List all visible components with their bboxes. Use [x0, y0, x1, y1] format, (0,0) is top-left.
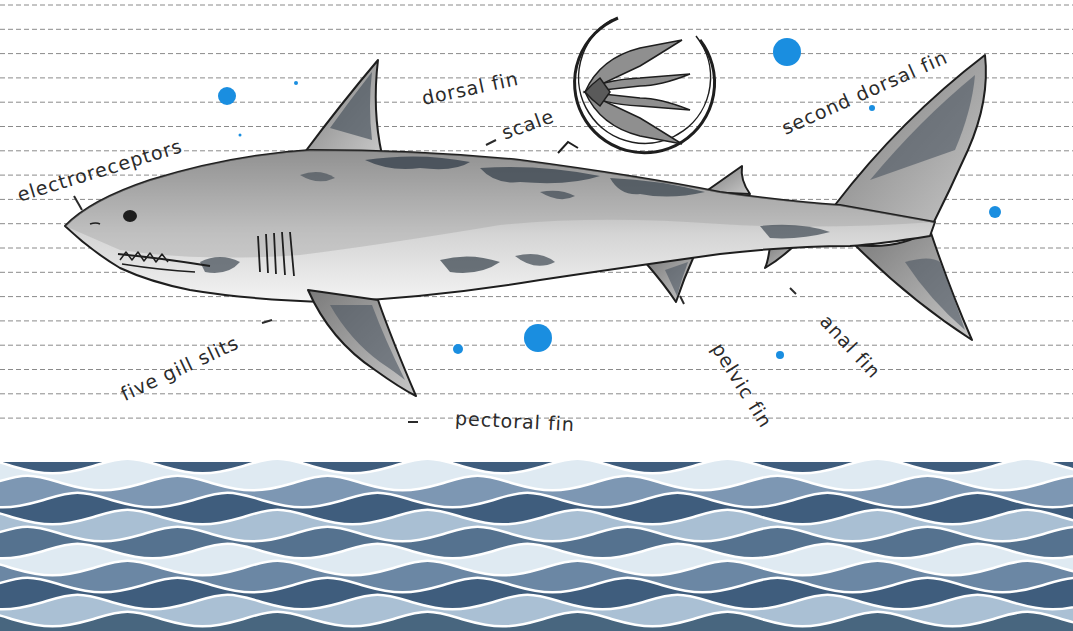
- part-label: pectoral fin: [455, 408, 576, 433]
- ruled-line: [0, 5, 1073, 6]
- part-label: five gill slits: [118, 332, 242, 403]
- wave-band: [0, 459, 1073, 631]
- ruled-line: [0, 102, 1073, 103]
- ruled-line: [0, 393, 1073, 394]
- ruled-line: [0, 53, 1073, 54]
- ruled-line: [0, 29, 1073, 30]
- wave: [0, 493, 1073, 631]
- leader-marks: [74, 140, 796, 422]
- wave: [0, 459, 1073, 631]
- wave: [0, 510, 1073, 631]
- ruled-lines: [0, 5, 1073, 418]
- wave: [0, 561, 1073, 631]
- ruled-line: [0, 320, 1073, 321]
- wave: [0, 612, 1073, 631]
- part-label: dorsal fin: [420, 68, 520, 107]
- part-label: pelvic fin: [708, 339, 775, 431]
- part-label: scale: [499, 106, 556, 142]
- scale-inset: [558, 18, 715, 153]
